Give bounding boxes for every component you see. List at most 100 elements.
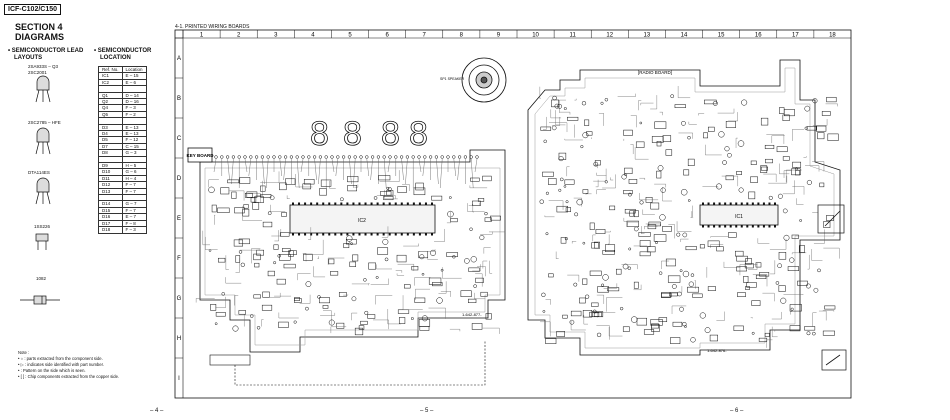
solder-pad [384,257,389,262]
trace [728,112,738,122]
pin-pad [446,155,450,159]
display-digit: 8 [310,115,329,153]
location-cell: E – 6 [121,78,147,87]
component [235,255,241,263]
trace [661,260,670,270]
trace [642,209,655,215]
solder-pad [712,100,718,106]
component [303,253,313,261]
trace [387,158,391,173]
trace [559,111,571,115]
ic-pin [729,202,732,205]
ic-pin [352,233,355,236]
ic-pin [735,202,738,205]
solder-pad [387,187,392,192]
trace [453,158,456,177]
section-name: DIAGRAMS [15,32,64,42]
page-number-4: – 4 – [150,408,164,414]
component [751,300,761,306]
component [570,310,582,317]
solder-pad [593,161,599,167]
trace [811,249,823,261]
ic-pin [406,233,409,236]
trace [671,305,687,314]
trace [440,291,451,297]
ic2-pins [292,202,433,236]
trace [373,319,389,330]
trace [779,163,790,175]
solder-pad [604,97,609,102]
component [826,215,834,221]
trace [231,158,234,185]
component [418,319,431,327]
pin-pad [359,155,363,159]
solder-pad [604,180,608,184]
ic-pin [724,202,727,205]
component [609,205,616,211]
component [823,221,831,228]
trace [297,158,300,189]
trace [468,202,480,206]
component [806,126,817,131]
wire-harness [234,340,486,386]
trace [351,312,358,321]
component [787,266,799,271]
solder-pad [628,247,632,251]
trace [796,198,804,205]
trace [270,204,286,212]
component [624,167,633,174]
location-cell: F – 7 [121,181,147,189]
solder-pad [738,187,744,193]
component [662,135,672,142]
trace [472,204,474,213]
solder-pad [596,332,602,338]
component [565,207,571,212]
component [253,253,261,261]
component [589,270,602,276]
ic-pin [400,202,403,205]
trace [641,226,645,234]
side-board-trace [824,210,841,227]
column-label: 10 [532,33,539,39]
trace [688,121,697,125]
pin-pad [452,155,456,159]
component [687,286,699,293]
pin-pad [295,155,299,159]
ic-pin [346,202,349,205]
component [595,229,606,234]
component [653,234,667,242]
component [558,152,567,160]
component [446,252,458,257]
ic-pin [400,233,403,236]
component [289,250,297,255]
note-line: • : Pattern on the side which is seen. [18,368,86,373]
side-board-trace [825,354,841,366]
component [779,107,785,114]
solder-pad [718,131,725,138]
solder-pad [238,250,243,254]
pin-pad [214,155,218,159]
component [218,257,226,263]
component [234,207,245,214]
component [635,141,645,148]
trace [349,158,352,185]
solder-pad [805,283,811,289]
pin-pad [394,155,398,159]
lead-part-5-name: 1082 [36,276,47,281]
component [367,314,376,319]
component [285,178,296,185]
component [798,245,805,253]
component [490,215,501,221]
lead-part-3-name: DTA114ES [28,170,50,175]
pin-pad [428,155,433,159]
pin-pad [307,155,311,159]
trace [677,86,691,98]
solder-pad [576,198,583,206]
trace [792,129,805,141]
component [330,271,339,276]
